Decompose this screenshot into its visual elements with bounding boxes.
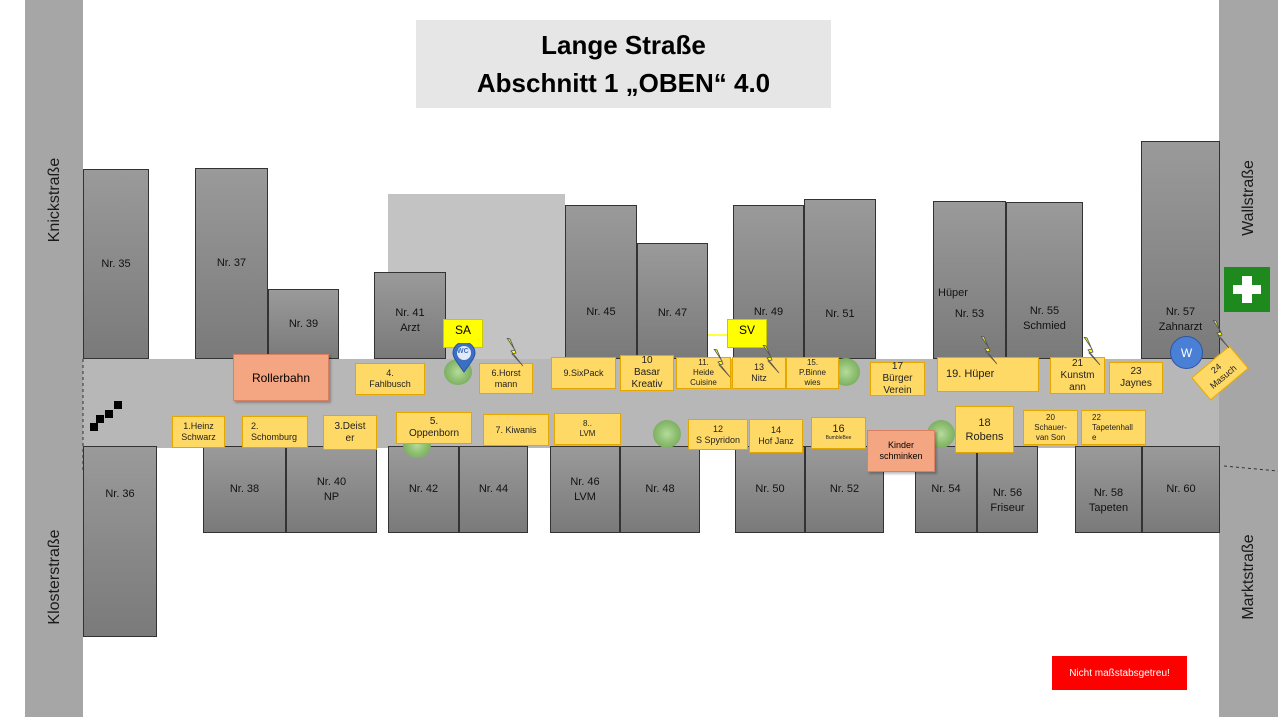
- wc-marker-icon: WC: [451, 341, 477, 373]
- building-nr-58: Nr. 58 Tapeten: [1075, 446, 1142, 533]
- title-line-1: Lange Straße: [541, 30, 706, 60]
- power-lightning-icon: [1212, 320, 1230, 349]
- kinder-schminken: Kinder schminken: [867, 430, 935, 472]
- stand-19-hueper: 19. Hüper: [937, 357, 1039, 392]
- stand-18-robens: 18 Robens: [955, 406, 1014, 453]
- sign-sv: SV: [727, 319, 767, 348]
- building-nr-53: Hüper Nr. 53: [933, 201, 1006, 359]
- building-nr-39: Nr. 39: [268, 289, 339, 359]
- building-nr-53-owner: Hüper: [938, 287, 968, 299]
- stand-16-number: 16: [832, 423, 845, 435]
- tree: [653, 420, 681, 448]
- stand-1-heinz-schwarz: 1.Heinz Schwarz: [172, 416, 225, 448]
- building-nr-42: Nr. 42: [388, 446, 459, 533]
- rollerbahn: Rollerbahn: [233, 354, 329, 401]
- side-street-left: [25, 0, 83, 717]
- power-lightning-icon: [762, 345, 780, 374]
- building-nr-40: Nr. 40 NP: [286, 446, 377, 533]
- building-nr-47: Nr. 47: [637, 243, 708, 359]
- water-point-label: W: [1180, 345, 1193, 360]
- wc-label: WC: [457, 348, 469, 355]
- stand-13-nitz: 13 Nitz: [732, 357, 786, 389]
- building-nr-53-number: Nr. 53: [954, 308, 985, 320]
- stand-23-jaynes: 23 Jaynes: [1109, 362, 1163, 394]
- water-point-marker: W: [1170, 336, 1203, 369]
- building-nr-48: Nr. 48: [620, 446, 700, 533]
- stand-8-lvm: 8.. LVM: [554, 413, 621, 445]
- stand-17-buerger-verein: 17 Bürger Verein: [870, 361, 925, 396]
- stand-21-kunstmann: 21 Kunstm ann: [1050, 357, 1105, 394]
- building-nr-52: Nr. 52: [805, 446, 884, 533]
- building-nr-37: Nr. 37: [195, 168, 268, 359]
- building-nr-36: Nr. 36: [83, 446, 157, 637]
- checkered-flag-icon: [88, 400, 124, 434]
- stand-7-kiwanis: 7. Kiwanis: [483, 414, 549, 446]
- power-lightning-icon: [506, 338, 524, 367]
- building-nr-45: Nr. 45: [565, 205, 637, 359]
- power-lightning-icon: [713, 349, 731, 378]
- stand-22-tapetenhalle: 22 Tapetenhall e: [1081, 410, 1146, 445]
- stand-10-basar-kreativ: 10 Basar Kreativ: [620, 355, 674, 391]
- building-nr-55: Nr. 55 Schmied: [1006, 202, 1083, 359]
- stand-12-s-spyridon: 12 S Spyridon: [688, 419, 748, 450]
- building-nr-46: Nr. 46 LVM: [550, 446, 620, 533]
- stand-6-horstmann: 6.Horst mann: [479, 363, 533, 394]
- building-nr-38: Nr. 38: [203, 446, 286, 533]
- building-nr-57: Nr. 57 Zahnarzt: [1141, 141, 1220, 359]
- stand-20-schauer-van-son: 20 Schauer- van Son: [1023, 410, 1078, 445]
- building-nr-41: Nr. 41 Arzt: [374, 272, 446, 359]
- stand-16-name: BumbleBee: [825, 435, 852, 441]
- stand-5-oppenborn: 5. Oppenborn: [396, 412, 472, 444]
- stand-3-deister: 3.Deist er: [323, 415, 377, 450]
- stand-16-bumblebee: 16 BumbleBee: [811, 417, 866, 449]
- building-nr-60: Nr. 60: [1142, 446, 1220, 533]
- building-nr-56: Nr. 56 Friseur: [977, 446, 1038, 533]
- building-nr-44: Nr. 44: [459, 446, 528, 533]
- first-aid-icon: [1224, 267, 1270, 312]
- stand-2-schomburg: 2. Schomburg: [242, 416, 308, 448]
- power-lightning-icon: [980, 336, 998, 365]
- building-nr-51: Nr. 51: [804, 199, 876, 359]
- power-lightning-icon: [1083, 337, 1101, 366]
- building-nr-50: Nr. 50: [735, 446, 805, 533]
- not-to-scale-note: Nicht maßstabsgetreu!: [1052, 656, 1187, 690]
- title-line-2: Abschnitt 1 „OBEN“ 4.0: [476, 68, 771, 98]
- map-title: Lange Straße Abschnitt 1 „OBEN“ 4.0: [416, 20, 831, 108]
- first-aid-cross-horizontal: [1233, 285, 1261, 294]
- building-nr-35: Nr. 35: [83, 169, 149, 359]
- stand-9-sixpack: 9.SixPack: [551, 357, 616, 389]
- stand-14-hof-janz: 14 Hof Janz: [749, 419, 803, 453]
- stand-4-fahlbusch: 4. Fahlbusch: [355, 363, 425, 395]
- stand-15-p-binnewies: 15. P.Binne wies: [786, 357, 839, 389]
